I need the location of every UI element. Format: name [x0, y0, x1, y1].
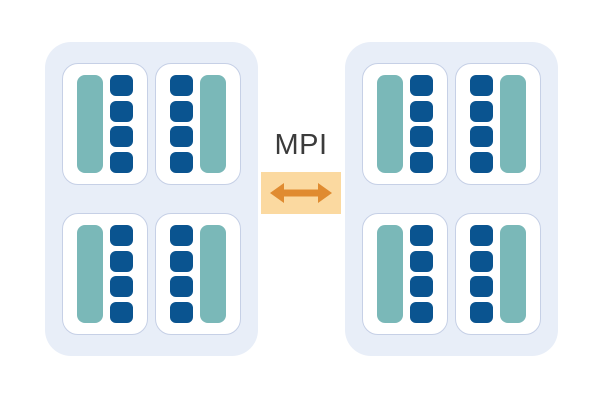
core-stack — [410, 75, 434, 173]
core-unit — [410, 250, 434, 272]
memory-bar — [76, 225, 103, 323]
memory-bar — [76, 75, 103, 173]
core-unit — [469, 100, 493, 122]
core-unit — [110, 100, 134, 122]
memory-bar — [376, 75, 403, 173]
core-unit — [169, 75, 193, 96]
double-headed-horizontal-arrow-icon — [270, 183, 332, 203]
core-stack — [110, 75, 134, 173]
core-unit — [169, 225, 193, 246]
memory-bar — [500, 75, 527, 173]
socket-top-left — [62, 63, 148, 185]
node-right — [345, 42, 558, 356]
socket-top-right — [455, 63, 541, 185]
core-unit — [469, 250, 493, 272]
socket-bottom-right — [155, 213, 241, 335]
core-unit — [110, 301, 134, 323]
core-unit — [469, 225, 493, 246]
mpi-link: MPI — [261, 131, 341, 222]
core-unit — [110, 126, 134, 148]
socket-bottom-left — [62, 213, 148, 335]
core-unit — [169, 126, 193, 148]
core-stack — [410, 225, 434, 323]
core-unit — [469, 75, 493, 96]
core-unit — [410, 75, 434, 96]
core-unit — [110, 276, 134, 298]
core-unit — [110, 225, 134, 246]
core-stack — [110, 225, 134, 323]
socket-bottom-right — [455, 213, 541, 335]
socket-top-right — [155, 63, 241, 185]
core-unit — [169, 100, 193, 122]
core-unit — [469, 301, 493, 323]
core-unit — [469, 151, 493, 173]
mpi-arrow-box — [261, 172, 341, 214]
memory-bar — [500, 225, 527, 323]
core-unit — [169, 276, 193, 298]
core-stack — [169, 75, 193, 173]
core-stack — [169, 225, 193, 323]
core-unit — [410, 225, 434, 246]
memory-bar — [376, 225, 403, 323]
core-unit — [410, 126, 434, 148]
core-unit — [110, 250, 134, 272]
core-unit — [110, 151, 134, 173]
core-unit — [169, 301, 193, 323]
core-unit — [410, 100, 434, 122]
core-unit — [469, 276, 493, 298]
memory-bar — [200, 75, 227, 173]
socket-top-left — [362, 63, 448, 185]
core-stack — [469, 75, 493, 173]
core-unit — [410, 276, 434, 298]
core-unit — [469, 126, 493, 148]
core-stack — [469, 225, 493, 323]
core-unit — [410, 301, 434, 323]
socket-bottom-left — [362, 213, 448, 335]
core-unit — [169, 250, 193, 272]
memory-bar — [200, 225, 227, 323]
node-left — [45, 42, 258, 356]
core-unit — [169, 151, 193, 173]
mpi-label: MPI — [274, 129, 328, 161]
core-unit — [110, 75, 134, 96]
core-unit — [410, 151, 434, 173]
